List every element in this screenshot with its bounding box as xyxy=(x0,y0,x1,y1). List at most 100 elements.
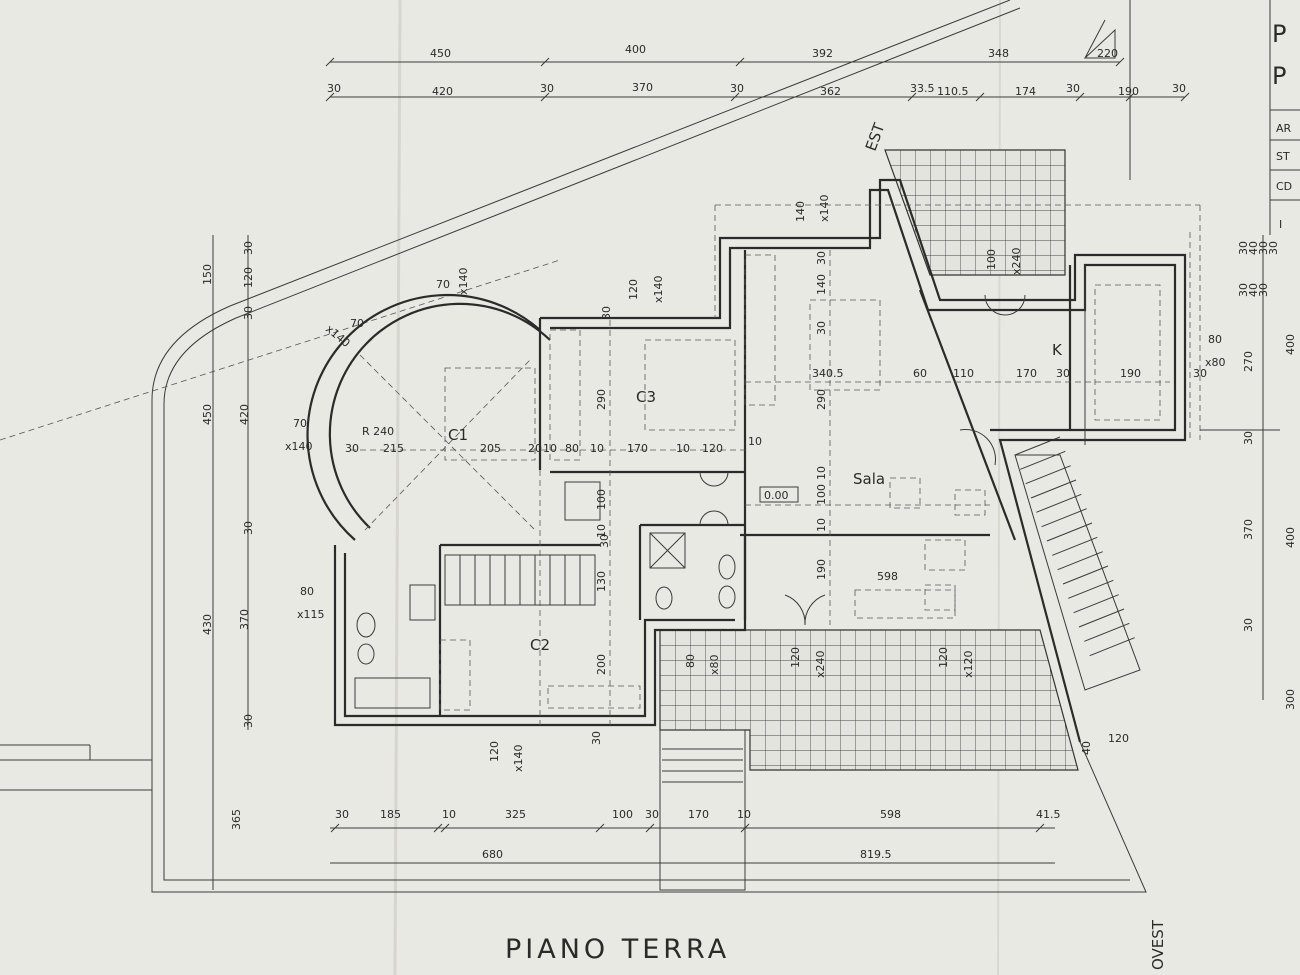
svg-text:30: 30 xyxy=(1172,82,1186,95)
dimension-tick xyxy=(440,823,450,833)
svg-text:450: 450 xyxy=(430,47,451,60)
svg-text:400: 400 xyxy=(625,43,646,56)
right-dimensions: 30 40 30 30 30 40 30 400 270 370 400 300… xyxy=(1237,241,1297,710)
dimension-tick xyxy=(1115,57,1125,67)
svg-text:100: 100 xyxy=(612,808,633,821)
svg-text:10: 10 xyxy=(590,442,604,455)
svg-text:I: I xyxy=(1279,218,1282,231)
svg-text:170: 170 xyxy=(1016,367,1037,380)
svg-text:30: 30 xyxy=(335,808,349,821)
svg-text:819.5: 819.5 xyxy=(860,848,892,861)
svg-text:x140: x140 xyxy=(512,744,525,772)
svg-text:30: 30 xyxy=(645,808,659,821)
svg-text:30: 30 xyxy=(598,534,611,548)
stair-tread xyxy=(1073,594,1119,614)
svg-text:325: 325 xyxy=(505,808,526,821)
svg-text:348: 348 xyxy=(988,47,1009,60)
svg-text:P: P xyxy=(1272,20,1286,48)
window-door-labels: 70 x140 70 x140 70 x140 120 x140 140 x14… xyxy=(285,194,1226,772)
drawing-title: PIANO TERRA xyxy=(505,934,730,965)
dimension-tick xyxy=(975,92,985,102)
level-mark: 0.00 xyxy=(764,489,789,502)
svg-text:x140: x140 xyxy=(818,194,831,222)
svg-text:30: 30 xyxy=(815,321,828,335)
svg-text:170: 170 xyxy=(688,808,709,821)
svg-text:598: 598 xyxy=(880,808,901,821)
svg-text:140: 140 xyxy=(794,201,807,222)
svg-text:10: 10 xyxy=(748,435,762,448)
level-mark-box xyxy=(759,486,799,503)
top-inner-dimensions: 30 420 30 370 30 362 33.5 110.5 174 30 1… xyxy=(327,81,1186,98)
svg-text:362: 362 xyxy=(820,85,841,98)
svg-text:30: 30 xyxy=(345,442,359,455)
paper-fold xyxy=(997,0,1001,975)
stair-tread xyxy=(1041,508,1087,528)
svg-text:ST: ST xyxy=(1276,150,1290,163)
svg-text:x240: x240 xyxy=(814,650,827,678)
svg-text:x120: x120 xyxy=(962,650,975,678)
svg-text:290: 290 xyxy=(815,389,828,410)
svg-text:40: 40 xyxy=(1247,241,1260,255)
dimension-tick xyxy=(325,92,335,102)
svg-text:30: 30 xyxy=(1237,241,1250,255)
svg-text:100: 100 xyxy=(595,489,608,510)
interior-dimensions: 30 215 205 20 10 80 10 170 10 120 10 340… xyxy=(345,251,1207,755)
svg-text:x115: x115 xyxy=(297,608,325,621)
svg-text:120: 120 xyxy=(702,442,723,455)
svg-text:100: 100 xyxy=(985,249,998,270)
svg-text:185: 185 xyxy=(380,808,401,821)
svg-text:370: 370 xyxy=(238,609,251,630)
svg-text:x240: x240 xyxy=(1010,247,1023,275)
front-steps xyxy=(659,729,746,891)
svg-text:P: P xyxy=(1272,62,1286,90)
dimension-tick xyxy=(1075,92,1085,102)
stair-tread xyxy=(1052,536,1098,556)
svg-text:10: 10 xyxy=(676,442,690,455)
svg-text:270: 270 xyxy=(1242,351,1255,372)
stair-tread xyxy=(1046,522,1093,542)
bottom-dimensions-row-1: 30 185 10 325 100 30 170 10 598 41.5 xyxy=(335,808,1061,821)
top-terrace xyxy=(884,149,1066,276)
radius-label: R 240 xyxy=(362,425,394,438)
svg-text:30: 30 xyxy=(242,714,255,728)
svg-text:30: 30 xyxy=(327,82,341,95)
svg-text:190: 190 xyxy=(815,559,828,580)
svg-text:20: 20 xyxy=(528,442,542,455)
dimension-lines xyxy=(212,0,1300,890)
furniture xyxy=(350,204,1201,725)
svg-text:598: 598 xyxy=(877,570,898,583)
svg-text:30: 30 xyxy=(815,251,828,265)
svg-text:420: 420 xyxy=(238,404,251,425)
dimension-tick xyxy=(740,823,750,833)
svg-text:120: 120 xyxy=(488,741,501,762)
svg-text:30: 30 xyxy=(730,82,744,95)
svg-text:400: 400 xyxy=(1284,334,1297,355)
interior-stairs xyxy=(444,554,596,606)
svg-text:30: 30 xyxy=(242,306,255,320)
svg-text:60: 60 xyxy=(913,367,927,380)
svg-text:10: 10 xyxy=(737,808,751,821)
stair-tread xyxy=(1020,450,1066,470)
svg-text:30: 30 xyxy=(590,731,603,745)
svg-text:10: 10 xyxy=(442,808,456,821)
exterior-stairs xyxy=(1014,436,1141,691)
svg-text:120: 120 xyxy=(789,647,802,668)
left-inner-dimensions: 30 120 30 420 30 370 30 xyxy=(238,241,255,728)
dimension-tick xyxy=(1180,92,1190,102)
room-label-c1: C1 xyxy=(448,426,468,444)
room-label-sala: Sala xyxy=(853,470,885,488)
room-label-c2: C2 xyxy=(530,636,550,654)
svg-text:190: 190 xyxy=(1120,367,1141,380)
svg-text:680: 680 xyxy=(482,848,503,861)
svg-text:41.5: 41.5 xyxy=(1036,808,1061,821)
svg-text:300: 300 xyxy=(1284,689,1297,710)
svg-text:215: 215 xyxy=(383,442,404,455)
svg-text:365: 365 xyxy=(230,809,243,830)
svg-text:40: 40 xyxy=(1080,741,1093,755)
svg-text:x140: x140 xyxy=(285,440,313,453)
dimension-tick xyxy=(645,823,655,833)
svg-text:x140: x140 xyxy=(457,267,470,295)
svg-text:30: 30 xyxy=(1257,241,1270,255)
orientation-east: EST xyxy=(862,120,889,153)
stair-tread xyxy=(1068,579,1114,599)
